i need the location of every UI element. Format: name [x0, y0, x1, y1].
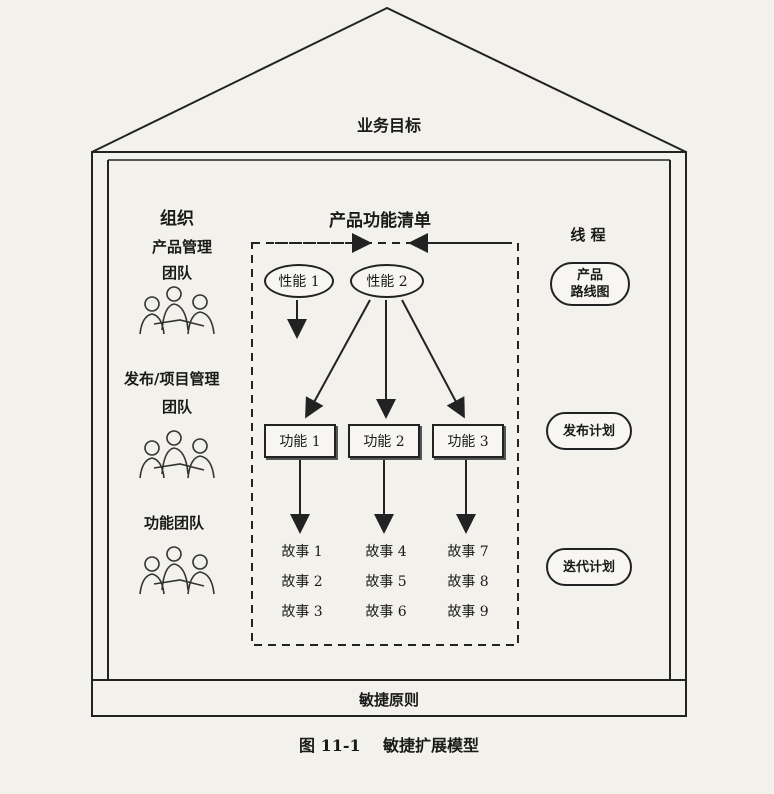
- capability-node: 性能 1: [264, 264, 334, 298]
- story-item: 故事 7: [447, 544, 489, 560]
- foundation-label: 敏捷原则: [358, 691, 420, 709]
- story-item: 故事 6: [365, 604, 407, 620]
- foundation: [91, 679, 687, 717]
- threads-heading: 线 程: [570, 226, 606, 244]
- story-item: 故事 1: [281, 544, 323, 560]
- thread-item-release-plan: 发布计划: [546, 412, 632, 450]
- story-item: 故事 3: [281, 604, 323, 620]
- organization-heading: 组织: [160, 209, 194, 229]
- capability-label: 性能 1: [278, 274, 320, 290]
- team-label-line1: 产品管理: [152, 238, 213, 256]
- team-label-line2: 团队: [162, 264, 193, 282]
- story-item: 故事 8: [447, 574, 489, 590]
- thread-label: 迭代计划: [562, 559, 615, 575]
- capability-label: 性能 2: [366, 274, 408, 290]
- feature-box: 功能 1: [264, 424, 336, 458]
- thread-label-line2: 路线图: [570, 285, 610, 300]
- team-label-line2: 团队: [162, 398, 193, 416]
- people-icon: [139, 286, 215, 335]
- thread-item-roadmap: 产品 路线图: [550, 262, 630, 306]
- feature-box: 功能 2: [348, 424, 420, 458]
- backlog-region: [251, 242, 519, 646]
- thread-item-iteration-plan: 迭代计划: [546, 548, 632, 586]
- backlog-title: 产品功能清单: [329, 211, 431, 231]
- feature-label: 功能 3: [447, 434, 489, 450]
- team-label-line1: 功能团队: [144, 514, 205, 532]
- capability-node: 性能 2: [350, 264, 424, 298]
- team-label-line1: 发布/项目管理: [124, 370, 220, 388]
- people-icon: [139, 546, 215, 595]
- roof-label: 业务目标: [356, 116, 422, 135]
- feature-box: 功能 3: [432, 424, 504, 458]
- story-item: 故事 4: [365, 544, 407, 560]
- feature-label: 功能 2: [363, 434, 405, 450]
- thread-label: 发布计划: [562, 423, 615, 439]
- figure-caption: 图 11-1 敏捷扩展模型: [299, 736, 479, 755]
- story-item: 故事 2: [281, 574, 323, 590]
- story-item: 故事 5: [365, 574, 407, 590]
- feature-label: 功能 1: [279, 434, 321, 450]
- story-item: 故事 9: [447, 604, 489, 620]
- thread-label-line1: 产品: [576, 268, 603, 283]
- people-icon: [139, 430, 215, 479]
